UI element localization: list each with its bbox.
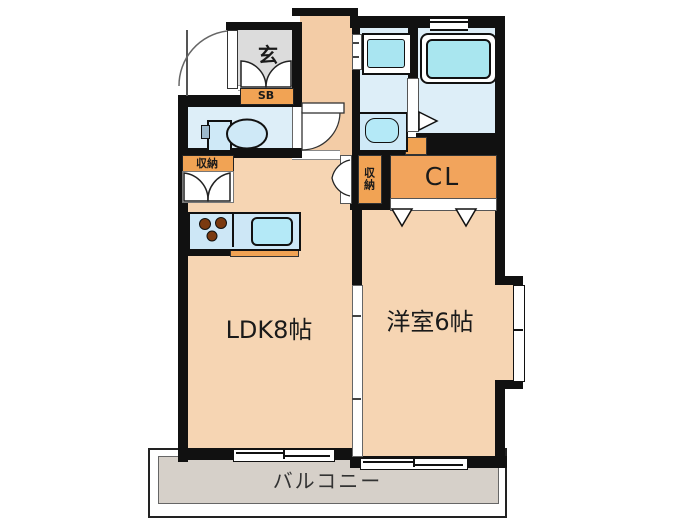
washbasin-bowl [365,118,399,143]
bedroom-right-wall-upper [495,200,505,278]
bedroom-window-pane [363,461,413,463]
bathroom-door-leaf [407,78,419,132]
bedroom-window-tick [413,459,415,467]
shoebox-label: SB [257,89,275,102]
bedroom-label: 洋室6帖 [386,308,474,336]
bath-under-wall [416,133,505,150]
hall-orange-block [405,137,427,155]
genkan-top-wall [226,22,302,30]
bedroom-floor [360,200,495,456]
sanitary-bottom-wall [352,148,505,158]
sliding-door-tick [352,398,361,400]
toilet-doorway-gap [292,107,304,148]
washroom-slider-tick [353,42,359,44]
bedroom-storage [358,155,382,204]
ldk-floor [186,155,352,448]
toilet-tank [207,120,232,152]
kitchen-sink [251,217,293,246]
hallway-floor [300,16,352,158]
bay-window-tick [513,329,523,331]
washroom-sliding-door [352,34,362,70]
right-wall-upper [495,16,505,200]
washing-machine-pan-inner [367,39,405,68]
ldk-bedroom-sliding-door [352,285,363,457]
genkan-hall-wall [292,22,302,107]
bedroom-right-wall-lower [495,389,505,468]
washroom-slider-tick [353,56,359,58]
hall-top-wall [292,8,358,16]
ldk-label: LDK8帖 [225,316,313,344]
hall-washroom-wall [352,16,360,155]
hall-storage-doors-bg [182,171,234,203]
partition-wall-upper [352,200,362,285]
closet-door-strip [390,198,497,211]
kitchen-counter-divider [232,212,234,247]
bathtub-inner [426,39,491,79]
bedroom-window-pane [414,464,463,466]
balcony-label: バルコニー [272,469,383,493]
sliding-door-tick [352,315,361,317]
storage2-left-wall [350,155,358,205]
bedroom-storage-label: 収納 [362,167,376,191]
ldk-window-pane [236,452,284,454]
ldk-window-pane [284,455,330,457]
bath-window-midline [430,21,468,23]
genkan-label: 玄 [258,43,278,67]
closet [390,155,497,200]
bedroom-storage-door-leaf [340,155,352,204]
toilet-handle [201,125,210,139]
hall-storage-label: 収納 [196,156,218,170]
entrance-alcove-line [186,30,188,96]
washroom-bath-wall [408,28,418,80]
bath-window [430,17,468,31]
toilet-bottom-wall [178,148,302,158]
entrance-door-leaf [227,30,238,89]
ldk-window-tick [283,450,285,459]
bedroom-top-wall [350,200,390,210]
bay-window [513,285,525,382]
sanitary-top-wall [350,16,505,28]
closet-label: CL [424,162,461,191]
bay-stub-bottom [495,380,523,389]
shoebox [240,88,294,105]
bay-stub-top [495,276,523,285]
bay-window-floor [495,285,515,380]
left-wall [178,95,188,462]
storage2-right-wall [380,155,390,205]
